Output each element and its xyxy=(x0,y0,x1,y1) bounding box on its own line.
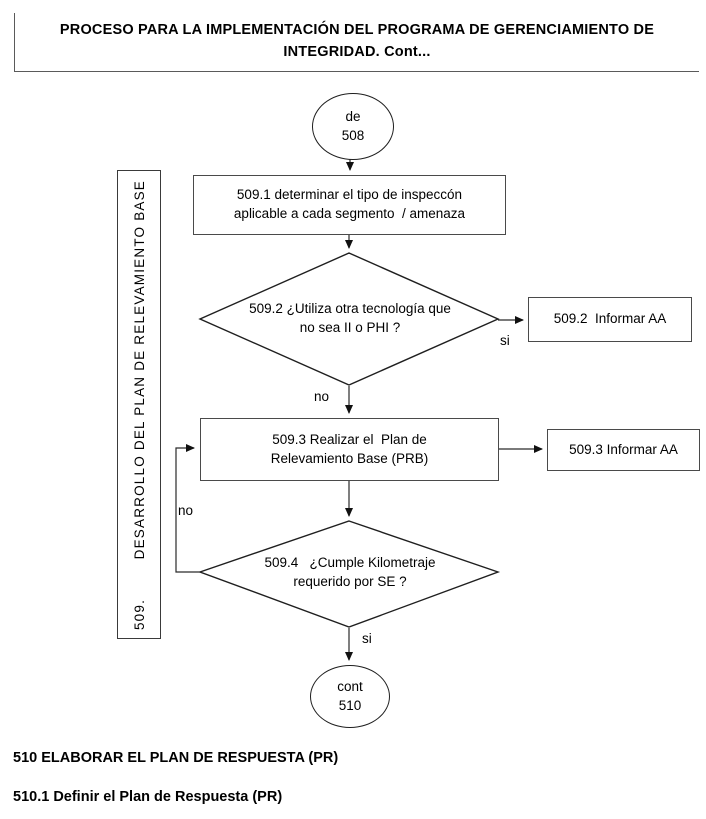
title-box: PROCESO PARA LA IMPLEMENTACIÓN DEL PROGR… xyxy=(14,13,699,72)
phase-509-label: 509. DESARROLLO DEL PLAN DE RELEVAMIENTO… xyxy=(131,179,147,630)
edge-label-no-509-2: no xyxy=(314,389,330,404)
node-509-2-informar-aa: 509.2 Informar AA xyxy=(528,297,692,342)
page-title: PROCESO PARA LA IMPLEMENTACIÓN DEL PROGR… xyxy=(59,22,655,60)
node-end-cont-510: cont 510 xyxy=(310,665,390,728)
node-509-2-decision-label: 509.2 ¿Utiliza otra tecnología que no se… xyxy=(249,301,451,335)
heading-510-1: 510.1 Definir el Plan de Respuesta (PR) xyxy=(13,789,283,805)
phase-509-sidebar: 509. DESARROLLO DEL PLAN DE RELEVAMIENTO… xyxy=(117,170,161,639)
edge-label-si-509-4: si xyxy=(362,631,372,646)
node-509-4-decision-label: 509.4 ¿Cumple Kilometraje requerido por … xyxy=(264,555,436,589)
node-509-1-process: 509.1 determinar el tipo de inspeccón ap… xyxy=(193,175,506,235)
edge-label-no-509-4: no xyxy=(178,503,194,518)
edge-label-si-509-2: si xyxy=(500,333,510,348)
node-509-3-process: 509.3 Realizar el Plan de Relevamiento B… xyxy=(200,418,499,481)
node-start-de-508: de 508 xyxy=(312,93,394,160)
node-509-3-informar-aa: 509.3 Informar AA xyxy=(547,429,700,471)
heading-510: 510 ELABORAR EL PLAN DE RESPUESTA (PR) xyxy=(13,750,339,766)
